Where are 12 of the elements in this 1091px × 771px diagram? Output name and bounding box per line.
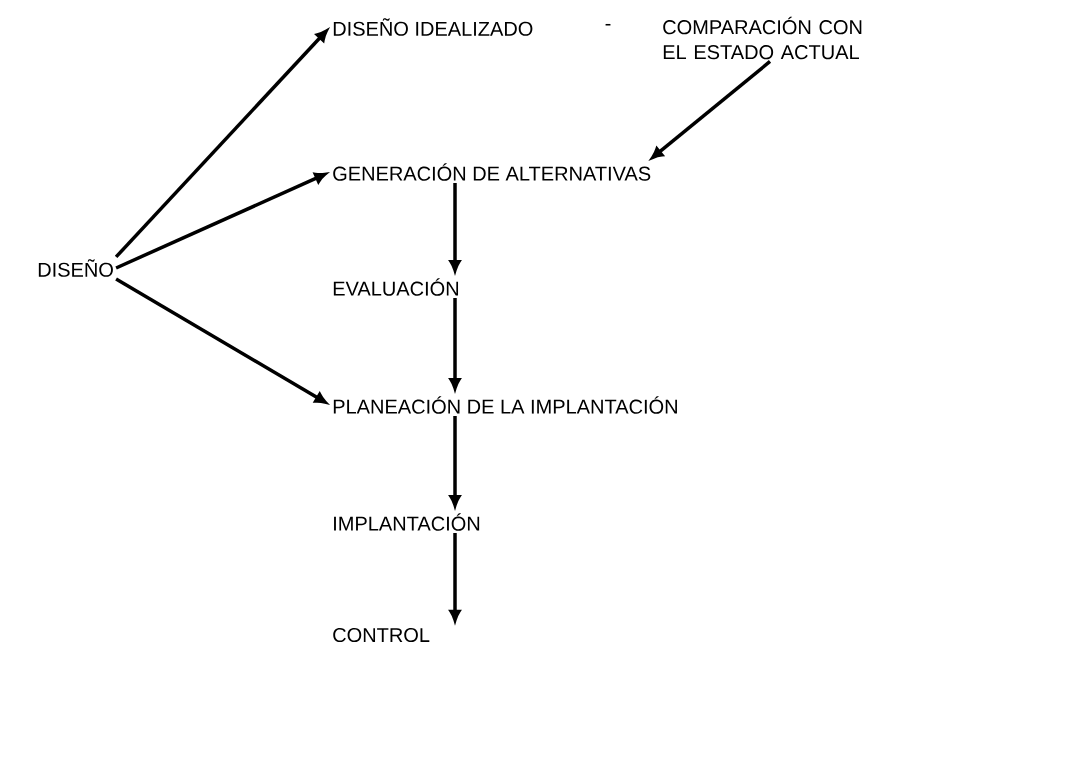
step-text: DISEÑO IDEALIZADO: [333, 18, 533, 36]
step-text: IMPLANTACIÓN: [334, 513, 480, 531]
arrow: [115, 172, 327, 270]
step-text: CONTROL: [333, 627, 430, 643]
separator-dash: -: [605, 23, 611, 26]
step-text: DISEÑO: [38, 259, 113, 277]
step-text: COMPARACIÓN CON EL ESTADO ACTUAL: [663, 16, 862, 60]
step-text: GENERACIÓN DE ALTERNATIVAS: [333, 163, 651, 181]
arrow: [651, 60, 772, 159]
arrow: [114, 29, 328, 259]
step-text: EVALUACIÓN: [333, 278, 458, 296]
step-text: PLANEACIÓN DE LA IMPLANTACIÓN: [333, 396, 677, 414]
